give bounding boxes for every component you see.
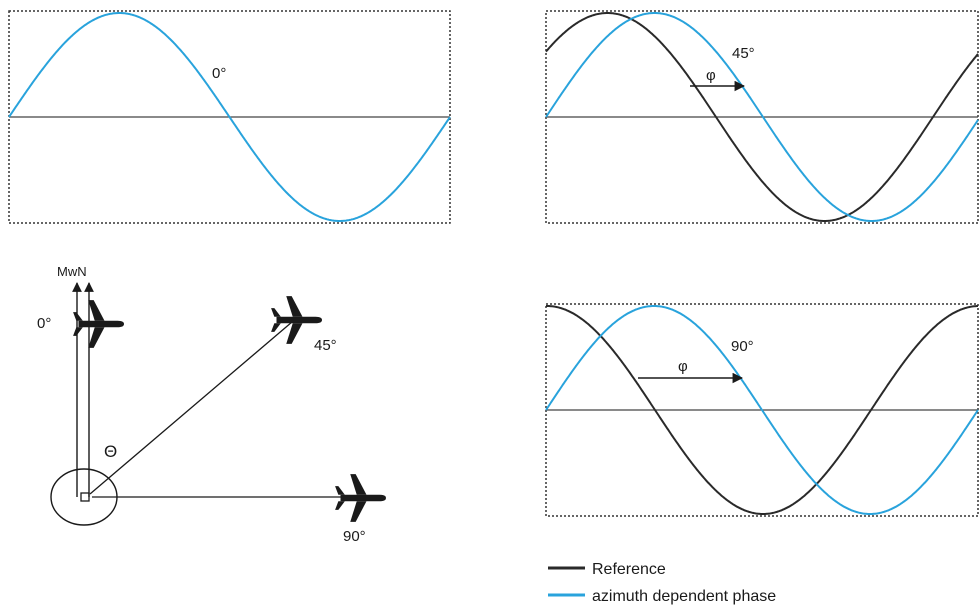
phase-symbol: φ	[706, 67, 716, 84]
azimuth-phase-curve	[545, 12, 979, 222]
reference-curve	[545, 12, 979, 222]
legend-label-azimuth: azimuth dependent phase	[592, 588, 776, 605]
legend: Reference azimuth dependent phase	[548, 561, 776, 605]
vor-station-icon	[80, 492, 90, 502]
aircraft-label-0: 0°	[37, 315, 51, 332]
legend-label-reference: Reference	[592, 561, 666, 578]
panel-0deg: 0°	[8, 10, 451, 224]
azimuth-phase-curve	[545, 305, 979, 515]
reference-curve	[546, 305, 978, 515]
aircraft-label-90: 90°	[343, 528, 366, 545]
panel-45deg: φ 45°	[545, 10, 979, 224]
phase-symbol: φ	[678, 358, 688, 375]
airplane-icon	[73, 300, 124, 348]
bearing-diagram: MwN Θ 0° 45° 90°	[37, 264, 386, 545]
panel-90deg: φ 90°	[545, 303, 979, 517]
panel-45-label: 45°	[732, 45, 755, 62]
panel-0-label: 0°	[212, 65, 226, 82]
azimuth-phase-curve	[8, 12, 451, 222]
north-label: MwN	[57, 264, 87, 279]
airplane-icon	[335, 474, 386, 522]
vor-station-range	[50, 468, 118, 526]
bearing-line-45	[89, 321, 293, 495]
panel-90-label: 90°	[731, 338, 754, 355]
aircraft-label-45: 45°	[314, 337, 337, 354]
theta-symbol: Θ	[104, 442, 117, 461]
